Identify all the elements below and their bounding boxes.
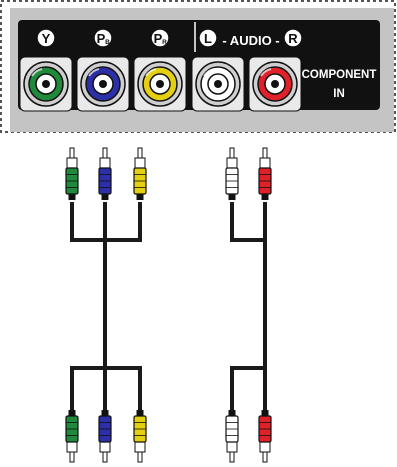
- jack-label-sub-pr: R: [162, 39, 167, 46]
- audio-plug-bottom-0: [225, 410, 239, 463]
- jack-label-text-y: Y: [42, 31, 51, 46]
- jack-r[interactable]: [248, 56, 302, 112]
- jack-label-l: L: [198, 28, 218, 48]
- component-plug-top-2: [133, 147, 147, 200]
- audio-cable-bottom-bar: [230, 366, 267, 410]
- jack-pb[interactable]: [76, 56, 130, 112]
- jack-pr[interactable]: [133, 56, 187, 112]
- cables: [65, 147, 272, 463]
- jack-label-y: Y: [36, 28, 56, 48]
- audio-cable-top-bar: [230, 202, 267, 242]
- audio-plug-top-1: [258, 147, 272, 200]
- jack-label-text-pb: P: [97, 31, 106, 46]
- audio-plug-bottom-1: [258, 410, 272, 463]
- jack-y[interactable]: [19, 56, 73, 112]
- audio-plug-top-0: [225, 147, 239, 200]
- component-plug-bottom-1: [98, 410, 112, 463]
- jack-label-text-pr: P: [154, 31, 163, 46]
- jack-label-r: R: [283, 28, 303, 48]
- jacks-row: [19, 56, 302, 112]
- component-plug-bottom-0: [65, 410, 79, 463]
- component-plug-bottom-2: [133, 410, 147, 463]
- component-in-label-line1: COMPONENT: [302, 69, 377, 81]
- component-plug-top-1: [98, 147, 112, 200]
- audio-label: - AUDIO -: [222, 33, 279, 48]
- component-in-label-line2: IN: [333, 88, 345, 100]
- component-plug-top-0: [65, 147, 79, 200]
- jack-label-text-l: L: [204, 31, 212, 46]
- jack-label-sub-pb: B: [105, 39, 110, 46]
- jack-label-text-r: R: [288, 31, 298, 46]
- jack-l[interactable]: [191, 56, 245, 112]
